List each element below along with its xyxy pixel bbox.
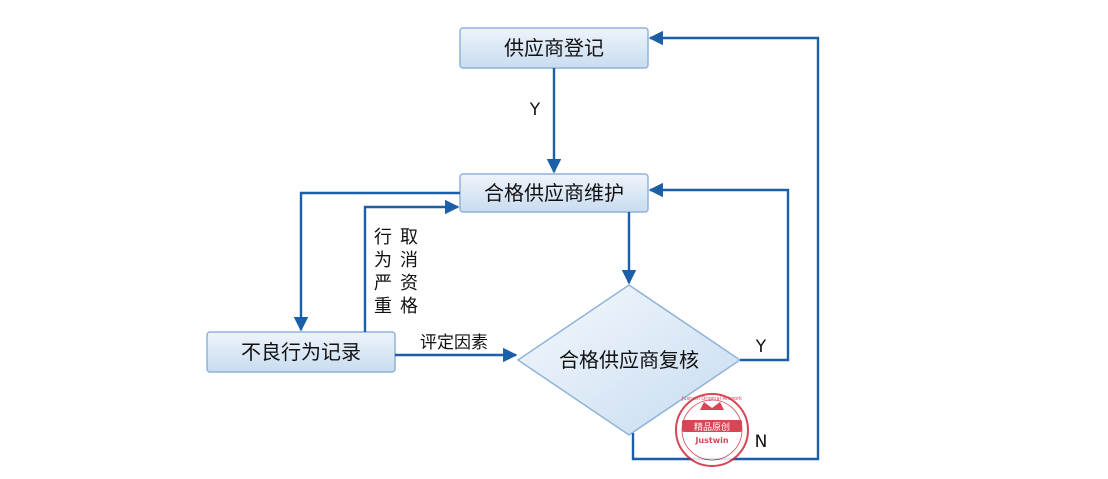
vertical-label-char: 消 xyxy=(400,250,418,271)
stamp-center-text: Justwin xyxy=(694,436,728,445)
stamp-ribbon xyxy=(682,420,742,432)
node-review: 合格供应商复核 xyxy=(516,284,742,436)
node-review-label: 合格供应商复核 xyxy=(559,348,699,372)
stamp-top-text: Justwin Original Artwork xyxy=(681,396,742,402)
watermark-stamp: 精品原创 Justwin Justwin Original Artwork xyxy=(675,393,749,467)
node-register: 供应商登记 xyxy=(459,27,649,69)
node-maintain: 合格供应商维护 xyxy=(459,173,649,213)
vertical-label-char: 取 xyxy=(400,227,418,248)
vertical-label-severe: 行 为 严 重 取 消 资 格 xyxy=(374,227,418,317)
stamp-ribbon-text: 精品原创 xyxy=(694,421,730,433)
edge-label-register-yes: Y xyxy=(529,100,541,120)
node-maintain-label: 合格供应商维护 xyxy=(484,181,624,205)
node-bad-record: 不良行为记录 xyxy=(206,331,396,373)
edge-label-review-no: N xyxy=(755,432,768,452)
edge-label-review-yes: Y xyxy=(755,337,767,357)
crown-icon xyxy=(700,402,724,410)
node-register-label: 供应商登记 xyxy=(504,36,604,60)
edge-review-yes xyxy=(648,182,790,362)
vertical-label-char: 格 xyxy=(400,296,418,317)
edge-label-evaluate-factor: 评定因素 xyxy=(420,333,488,353)
vertical-label-char: 严 xyxy=(374,273,392,294)
vertical-label-char: 行 xyxy=(374,227,392,248)
edge-maintain-to-bad-record xyxy=(293,191,460,332)
vertical-label-char: 重 xyxy=(374,296,392,317)
node-bad-record-label: 不良行为记录 xyxy=(241,340,361,364)
edge-bad-record-to-maintain xyxy=(363,199,460,332)
edge-review-no xyxy=(631,30,820,461)
vertical-label-char: 资 xyxy=(400,273,418,294)
vertical-label-char: 为 xyxy=(374,250,392,271)
